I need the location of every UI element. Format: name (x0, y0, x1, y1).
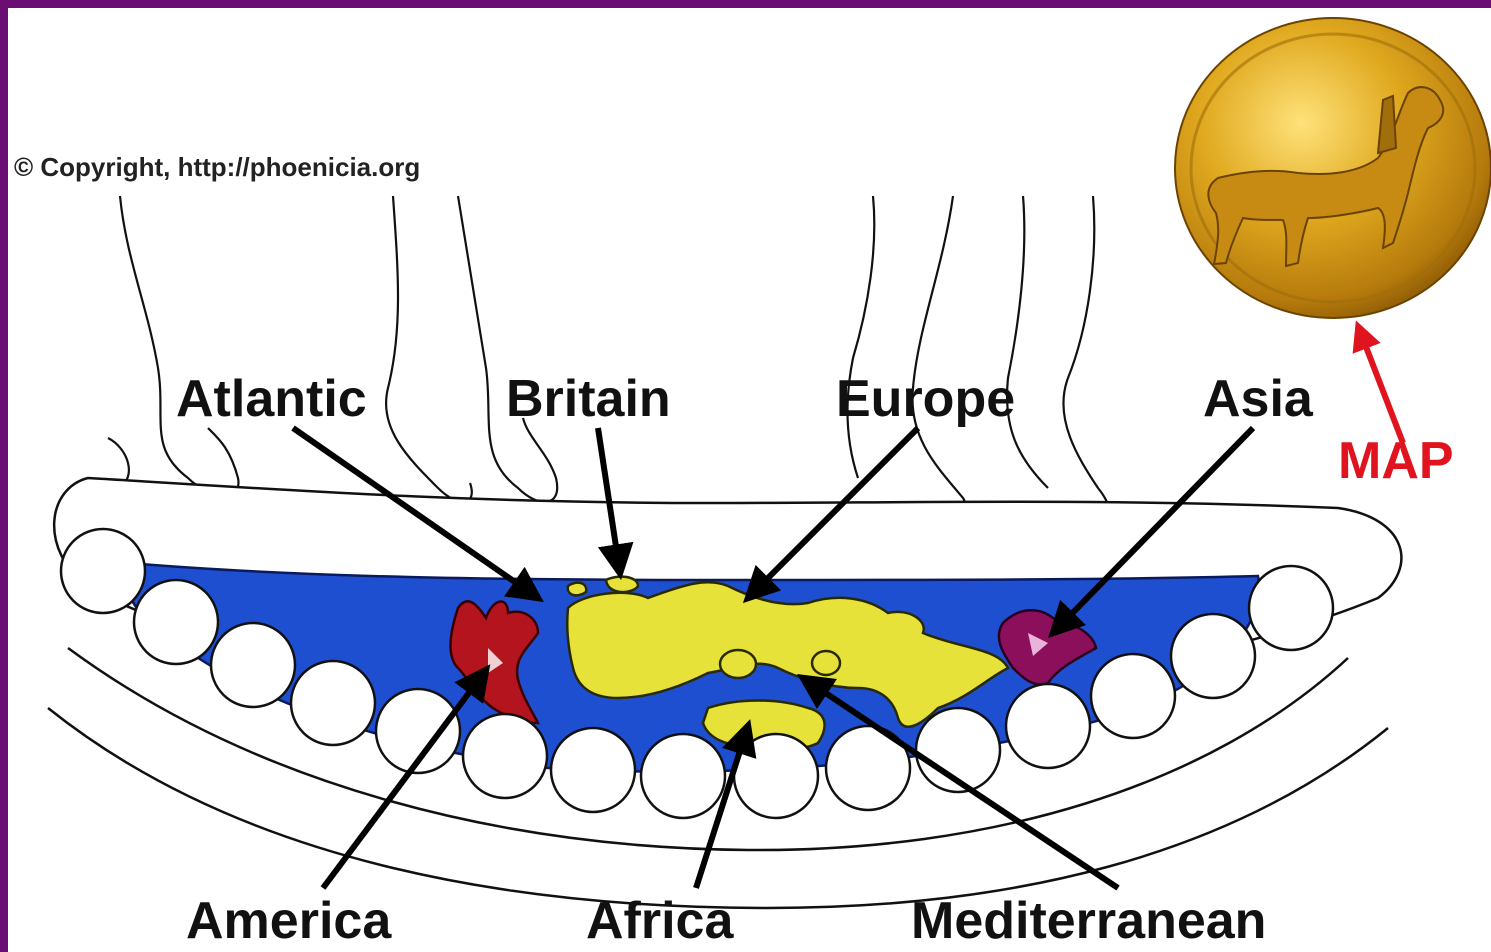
gold-coin-horse-icon (1175, 18, 1491, 318)
copyright-text: © Copyright, http://phoenicia.org (14, 152, 420, 182)
map-arrow (1358, 326, 1403, 443)
america-label: America (186, 892, 392, 950)
horse-legs (108, 196, 1108, 517)
britain-label: Britain (506, 370, 671, 428)
map-label: MAP (1338, 432, 1454, 490)
coin-map-diagram: © Copyright, http://phoenicia.org (8, 8, 1491, 952)
asia-label: Asia (1203, 370, 1314, 428)
mediterranean-label: Mediterranean (911, 892, 1266, 950)
africa-label: Africa (586, 892, 734, 950)
atlantic-label: Atlantic (176, 370, 367, 428)
diagram-canvas: © Copyright, http://phoenicia.org (8, 8, 1491, 952)
europe-label: Europe (836, 370, 1015, 428)
